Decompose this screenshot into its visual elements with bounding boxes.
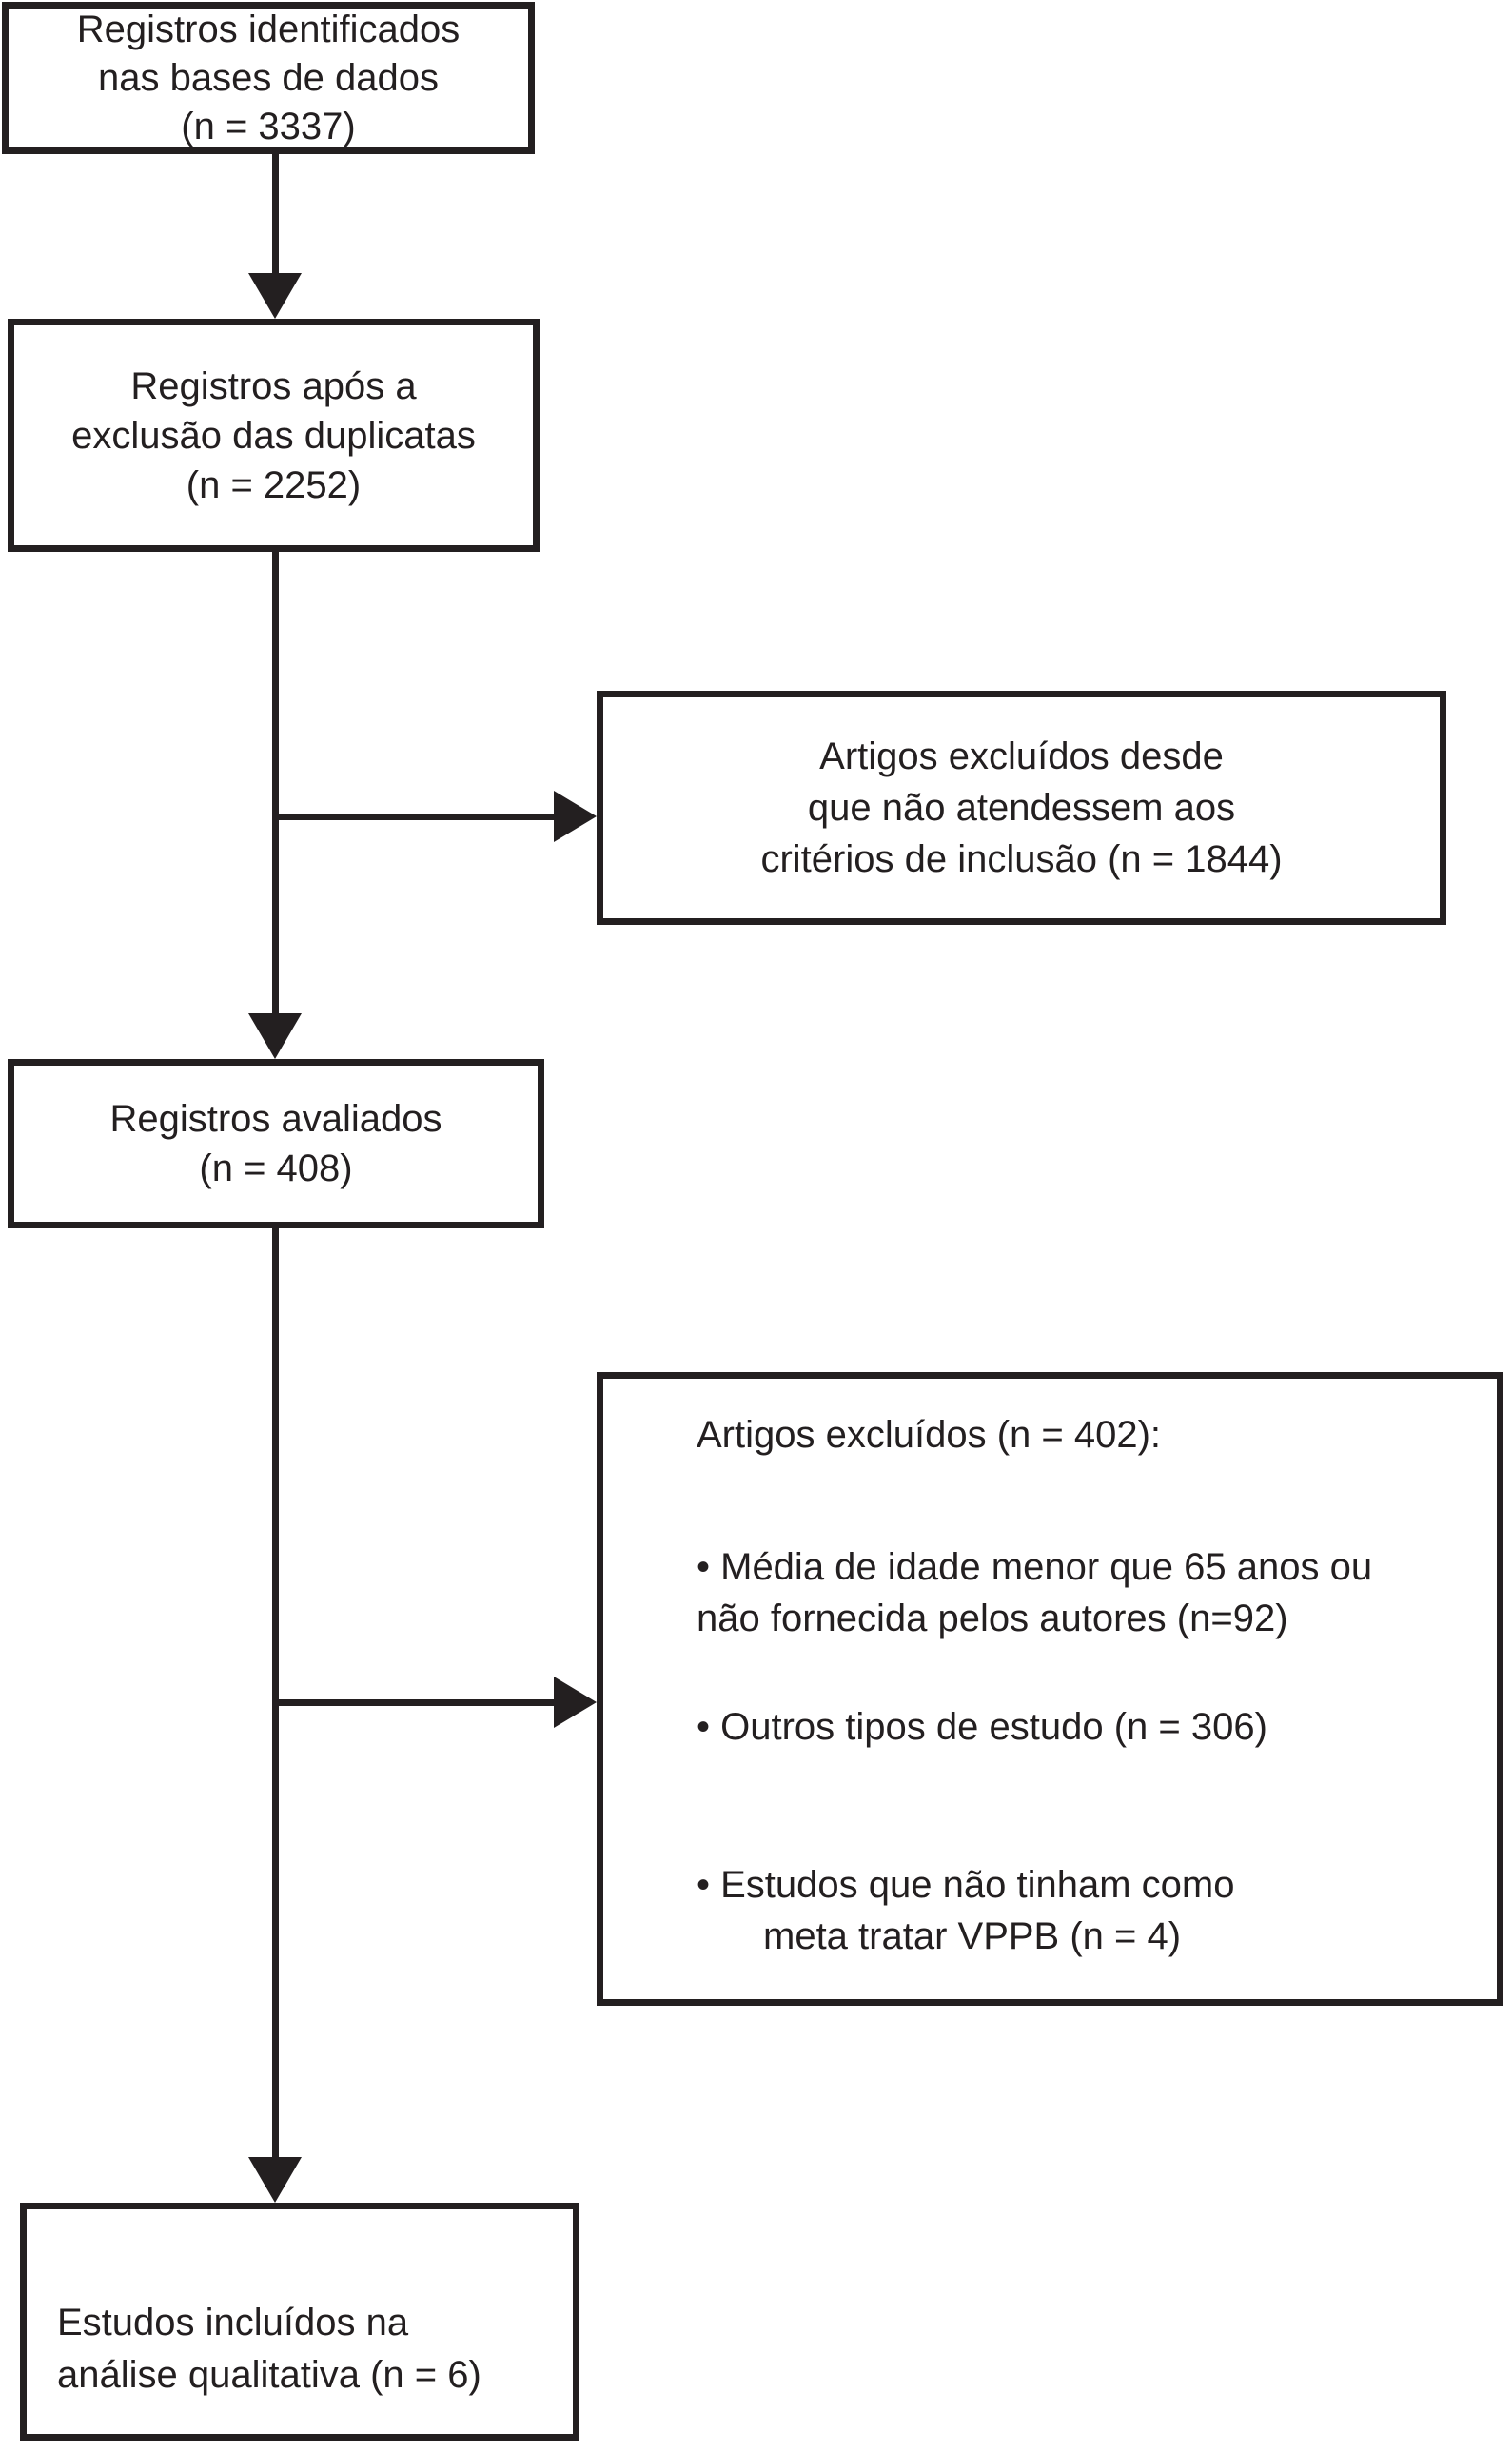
box-line: Registros após a bbox=[130, 364, 417, 407]
box-line: exclusão das duplicatas bbox=[71, 414, 476, 457]
box-line: Artigos excluídos desde bbox=[819, 736, 1224, 777]
arrow-line-identified-to-dedup bbox=[272, 152, 279, 278]
box-line: Estudos incluídos na bbox=[57, 2302, 409, 2344]
arrow-line-branch-to-excluded-criteria bbox=[272, 814, 560, 820]
box-line: (n = 408) bbox=[199, 1148, 353, 1189]
box-line: critérios de inclusão (n = 1844) bbox=[760, 838, 1283, 880]
excluded-reason-item: • Estudos que não tinham como meta trata… bbox=[697, 1859, 1234, 1962]
arrowhead-down-icon bbox=[248, 1013, 302, 1059]
arrowhead-down-icon bbox=[248, 2157, 302, 2203]
bullet-line: • Estudos que não tinham como bbox=[697, 1864, 1235, 1906]
excluded-reason-item: • Média de idade menor que 65 anos ou nã… bbox=[697, 1541, 1372, 1644]
bullet-line: não fornecida pelos autores (n=92) bbox=[697, 1598, 1288, 1639]
arrowhead-down-icon bbox=[248, 273, 302, 319]
box-records-identified: Registros identificados nas bases de dad… bbox=[2, 2, 535, 154]
excluded-detail-title: Artigos excluídos (n = 402): bbox=[697, 1414, 1162, 1456]
bullet-line: • Média de idade menor que 65 anos ou bbox=[697, 1546, 1373, 1588]
excluded-reason-item: • Outros tipos de estudo (n = 306) bbox=[697, 1701, 1267, 1753]
box-line: Registros identificados bbox=[76, 8, 461, 50]
arrowhead-right-icon bbox=[554, 791, 597, 842]
box-records-assessed: Registros avaliados (n = 408) bbox=[8, 1059, 544, 1228]
arrow-line-branch-to-excluded-detail bbox=[272, 1699, 560, 1706]
bullet-line: meta tratar VPPB (n = 4) bbox=[763, 1915, 1182, 1957]
arrow-line-assessed-to-included bbox=[272, 1226, 279, 2162]
box-line: análise qualitativa (n = 6) bbox=[57, 2354, 481, 2396]
box-line: (n = 3337) bbox=[181, 105, 356, 147]
box-line: nas bases de dados bbox=[97, 56, 440, 99]
arrowhead-right-icon bbox=[554, 1677, 597, 1728]
box-line: que não atendessem aos bbox=[807, 787, 1236, 829]
box-records-after-duplicates: Registros após a exclusão das duplicatas… bbox=[8, 319, 540, 552]
bullet-line: • Outros tipos de estudo (n = 306) bbox=[697, 1706, 1267, 1748]
box-line: Registros avaliados bbox=[109, 1098, 442, 1140]
arrow-line-dedup-to-assessed bbox=[272, 550, 279, 1018]
box-excluded-by-criteria: Artigos excluídos desde que não atendess… bbox=[597, 691, 1446, 925]
box-studies-included: Estudos incluídos na análise qualitativa… bbox=[20, 2203, 579, 2441]
box-excluded-detail: Artigos excluídos (n = 402): • Média de … bbox=[597, 1372, 1503, 2006]
box-line: (n = 2252) bbox=[186, 463, 362, 506]
